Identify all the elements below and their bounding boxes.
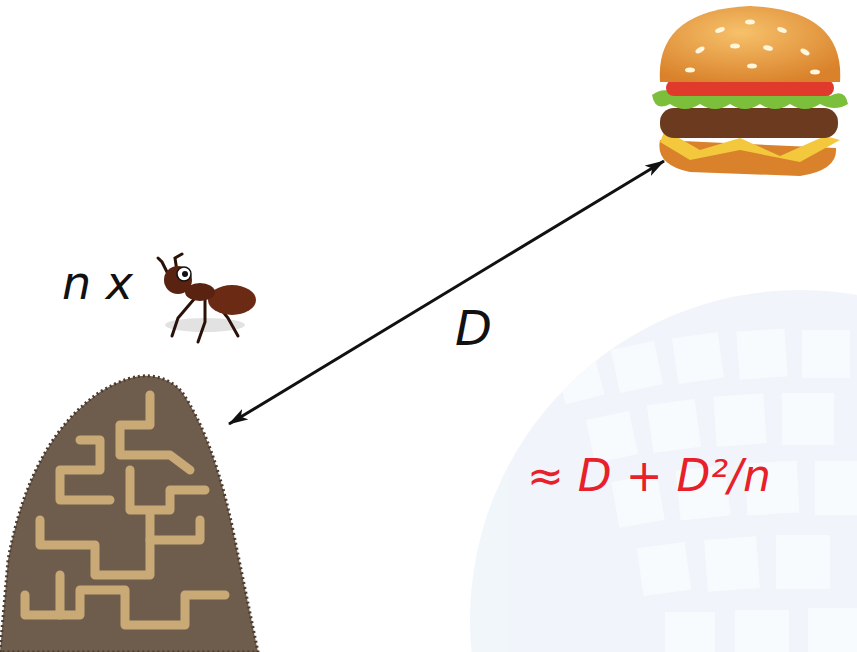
time-formula: ≈ D + D²/n [527,452,771,500]
distance-label: D [455,302,492,355]
globe-watermark [470,290,857,652]
ant-abdomen [208,285,256,315]
ant-head [164,266,192,294]
burger [652,6,848,176]
burger-tomato [666,80,834,96]
ant-count: n x [62,258,133,309]
globe-disc [470,290,857,652]
burger-patty [660,108,838,138]
ant-eye [177,267,191,281]
anthill [0,376,258,652]
anthill-mound [0,376,258,652]
sesame-seeds [685,20,820,75]
ant-pupil [182,271,188,277]
anthill-texture [0,376,258,652]
anthill-tunnels [25,395,225,625]
ant [158,254,256,342]
burger-top-bun [660,6,841,82]
distance-arrow [229,161,664,424]
